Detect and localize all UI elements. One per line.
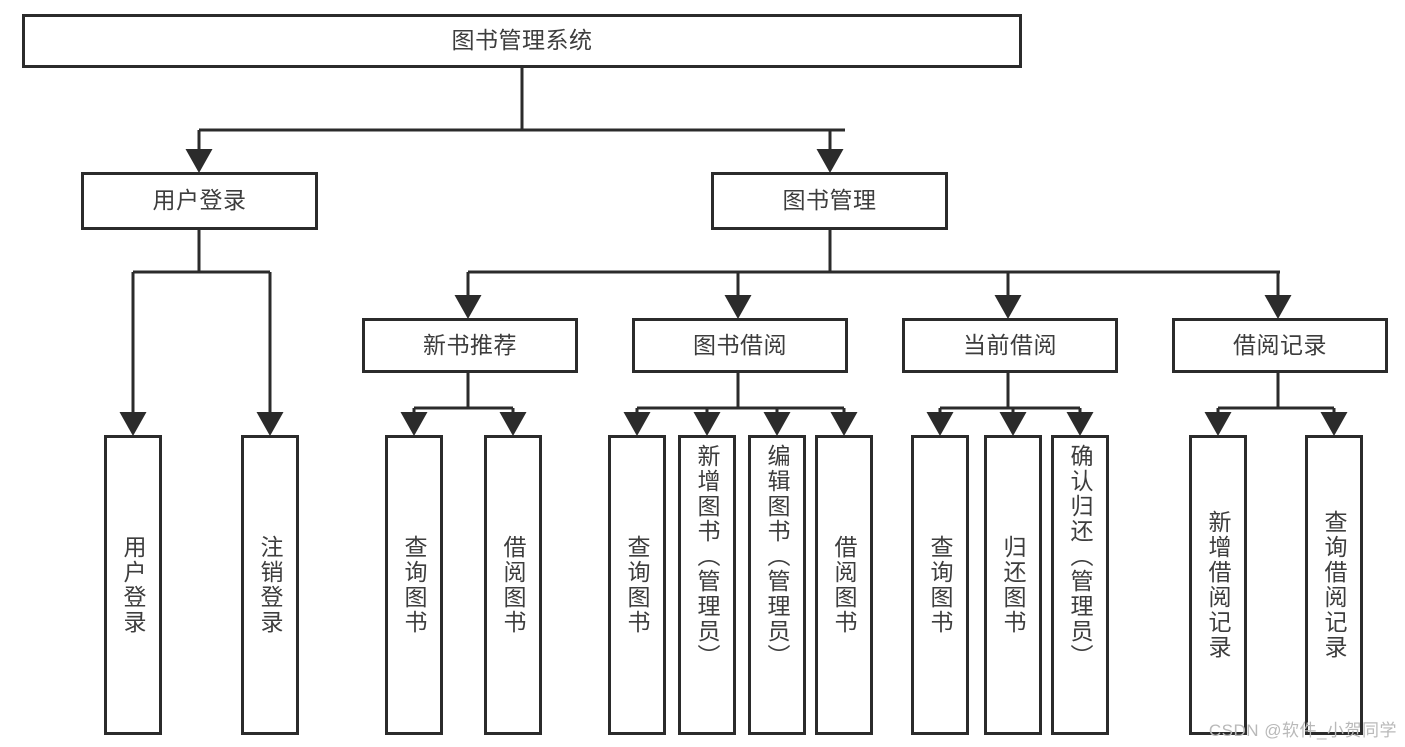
leaf-add-borrow-record[interactable]: 新增借阅记录 [1189, 435, 1247, 735]
leaf-query-book-recommend-label: 查询图书 [401, 535, 428, 635]
leaf-borrow-book-recommend-label: 借阅图书 [500, 535, 527, 635]
node-root-label: 图书管理系统 [451, 27, 593, 54]
node-root[interactable]: 图书管理系统 [22, 14, 1022, 68]
leaf-user-login[interactable]: 用户登录 [104, 435, 162, 735]
leaf-return-book-label: 归还图书 [1000, 535, 1027, 635]
node-current-borrow[interactable]: 当前借阅 [902, 318, 1118, 373]
leaf-borrow-book-recommend[interactable]: 借阅图书 [484, 435, 542, 735]
leaf-query-book-current-label: 查询图书 [927, 535, 954, 635]
leaf-user-logout-label: 注销登录 [257, 535, 284, 635]
leaf-edit-book[interactable]: 编辑图书（管理员） [748, 435, 806, 735]
node-book-borrow[interactable]: 图书借阅 [632, 318, 848, 373]
node-new-book-recommend[interactable]: 新书推荐 [362, 318, 578, 373]
node-new-book-recommend-label: 新书推荐 [423, 331, 517, 358]
leaf-query-borrow-record-label: 查询借阅记录 [1321, 510, 1348, 660]
leaf-return-book[interactable]: 归还图书 [984, 435, 1042, 735]
csdn-watermark: CSDN @软件_小贺同学 [1208, 721, 1397, 740]
node-borrow-record[interactable]: 借阅记录 [1172, 318, 1388, 373]
leaf-query-book-borrow[interactable]: 查询图书 [608, 435, 666, 735]
node-borrow-record-label: 借阅记录 [1233, 331, 1327, 358]
leaf-add-book[interactable]: 新增图书（管理员） [678, 435, 736, 735]
leaf-borrow-book-label: 借阅图书 [831, 535, 858, 635]
node-book-manage[interactable]: 图书管理 [711, 172, 948, 230]
leaf-user-logout[interactable]: 注销登录 [241, 435, 299, 735]
leaf-edit-book-label: 编辑图书（管理员） [764, 444, 791, 669]
leaf-query-book-current[interactable]: 查询图书 [911, 435, 969, 735]
node-user-login[interactable]: 用户登录 [81, 172, 318, 230]
leaf-query-book-recommend[interactable]: 查询图书 [385, 435, 443, 735]
node-user-login-label: 用户登录 [152, 187, 247, 214]
node-current-borrow-label: 当前借阅 [963, 331, 1057, 358]
leaf-user-login-label: 用户登录 [120, 535, 147, 635]
leaf-add-book-label: 新增图书（管理员） [694, 444, 721, 669]
node-book-manage-label: 图书管理 [782, 187, 877, 214]
leaf-query-book-borrow-label: 查询图书 [624, 535, 651, 635]
leaf-borrow-book[interactable]: 借阅图书 [815, 435, 873, 735]
leaf-confirm-return-label: 确认归还（管理员） [1067, 444, 1094, 669]
leaf-add-borrow-record-label: 新增借阅记录 [1205, 510, 1232, 660]
node-book-borrow-label: 图书借阅 [693, 331, 787, 358]
leaf-query-borrow-record[interactable]: 查询借阅记录 [1305, 435, 1363, 735]
leaf-confirm-return[interactable]: 确认归还（管理员） [1051, 435, 1109, 735]
